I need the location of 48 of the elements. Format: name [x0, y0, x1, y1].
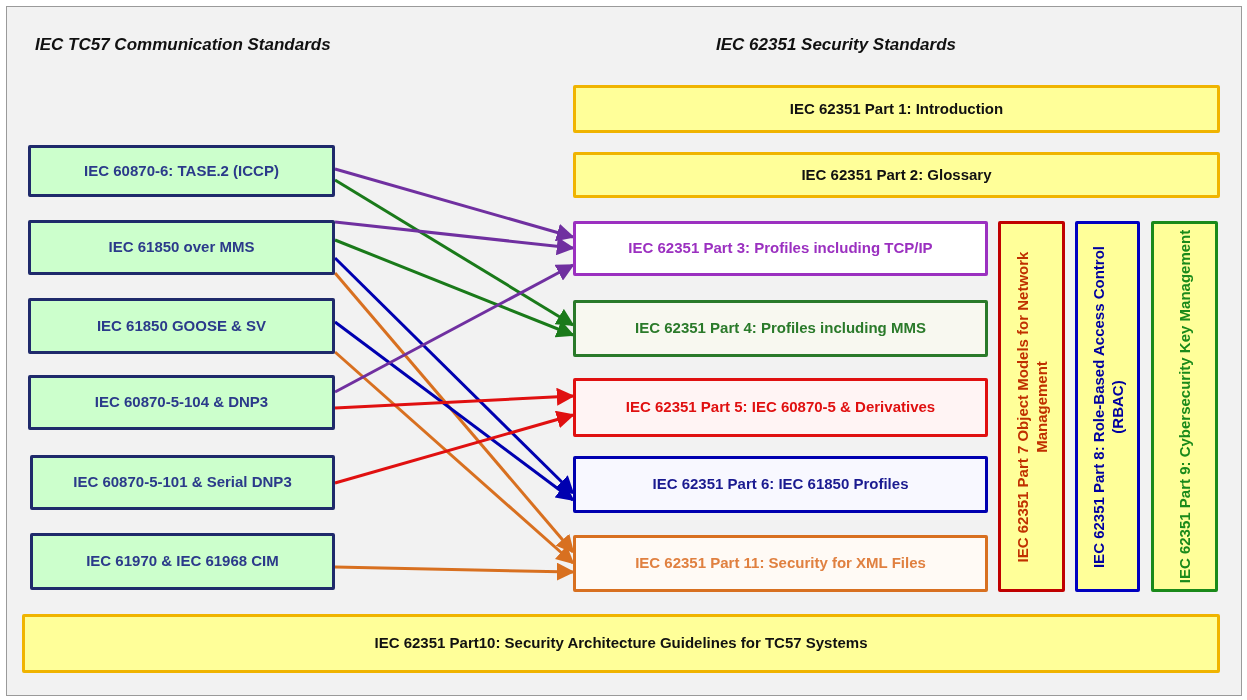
standard-box	[28, 145, 335, 197]
standard-title: IEC 62351 Part 6: IEC 61850 Profiles	[651, 474, 910, 495]
standard-title: IEC 62351 Part 2: Glossary	[800, 164, 993, 185]
standard-box	[573, 152, 1220, 198]
arrow	[333, 272, 575, 554]
arrow	[333, 256, 575, 495]
arrow	[334, 387, 575, 410]
vertical-standard-box	[998, 221, 1065, 592]
standard-box	[573, 378, 988, 437]
standard-box	[573, 456, 988, 513]
section-heading: IEC TC57 Communication Standards	[35, 34, 331, 56]
arrow	[334, 320, 575, 502]
standard-box	[573, 535, 988, 592]
section-heading: IEC 62351 Security Standards	[716, 34, 956, 56]
standard-box	[573, 221, 988, 276]
standard-title: IEC 61850 GOOSE & SV	[95, 315, 268, 336]
standard-title: IEC 60870-5-104 & DNP3	[93, 392, 270, 413]
standard-box	[28, 298, 335, 354]
arrow	[334, 238, 575, 338]
arrow	[334, 410, 575, 485]
arrow	[334, 562, 575, 581]
standard-title: IEC 62351 Part 1: Introduction	[788, 98, 1005, 119]
standard-title: IEC 62351 Part 9: Cybersecurity Key Management	[1176, 229, 1193, 584]
standard-title: IEC 62351 Part 4: Profiles including MMS	[634, 318, 927, 339]
arrow	[334, 350, 575, 565]
standard-title: IEC 62351 Part 5: IEC 60870-5 & Derivatives	[624, 397, 937, 418]
arrow	[334, 220, 575, 256]
standard-box	[573, 300, 988, 357]
standard-title: IEC 60870-6: TASE.2 (ICCP)	[83, 160, 280, 181]
arrow	[334, 178, 575, 327]
arrow	[334, 263, 575, 394]
standard-title: IEC 62351 Part 3: Profiles including TCP/IP	[627, 238, 934, 259]
standard-title: IEC 62351 Part10: Security Architecture Guidelines for TC57 Systems	[373, 633, 869, 654]
standard-title: IEC 60870-5-101 & Serial DNP3	[72, 472, 293, 493]
standard-box	[28, 375, 335, 430]
standard-box	[30, 533, 335, 590]
standard-title: IEC 62351 Part 11: Security for XML Files	[634, 553, 927, 574]
vertical-standard-box	[1075, 221, 1140, 592]
standard-title: IEC 61970 & IEC 61968 CIM	[85, 551, 280, 572]
standard-title: IEC 62351 Part 7 Object Models for Network Management	[1013, 251, 1050, 562]
standard-title: IEC 62351 Part 8: Role-Based Access Control (RBAC)	[1089, 245, 1126, 568]
vertical-standard-box	[1151, 221, 1218, 592]
standard-box	[573, 85, 1220, 133]
standard-box	[22, 614, 1220, 673]
standard-box	[30, 455, 335, 510]
arrow	[334, 167, 575, 242]
standard-title: IEC 61850 over MMS	[107, 237, 256, 258]
standard-box	[28, 220, 335, 275]
